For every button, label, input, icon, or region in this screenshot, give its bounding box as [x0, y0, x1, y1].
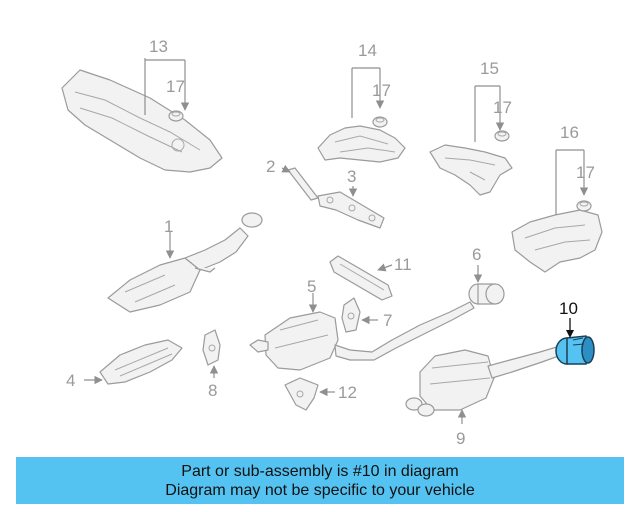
- callout-16: 16: [560, 123, 579, 142]
- hanger-8[interactable]: [202, 329, 221, 366]
- grommet-17-b[interactable]: [372, 116, 388, 128]
- leader-16: [555, 149, 584, 215]
- heat-shield-13[interactable]: [61, 69, 223, 173]
- heat-shield-14[interactable]: [317, 125, 406, 163]
- callout-9: 9: [456, 429, 465, 448]
- banner-line-2: Diagram may not be specific to your vehi…: [165, 481, 475, 499]
- callout-13: 13: [149, 37, 168, 56]
- hanger-7[interactable]: [341, 297, 361, 333]
- clamp-10-highlighted[interactable]: [555, 335, 595, 365]
- callout-5: 5: [307, 277, 316, 296]
- heat-shield-4[interactable]: [99, 339, 183, 385]
- center-muffler-5[interactable]: [249, 301, 475, 371]
- leader-13: [144, 58, 185, 115]
- callout-10: 10: [559, 299, 578, 318]
- callout-1: 1: [164, 217, 173, 236]
- callout-2: 2: [266, 157, 275, 176]
- callout-17-a: 17: [166, 77, 185, 96]
- bracket-12[interactable]: [284, 377, 319, 411]
- callout-12: 12: [338, 383, 357, 402]
- gasket-2[interactable]: [287, 167, 319, 201]
- callout-8: 8: [208, 381, 217, 400]
- info-banner: Part or sub-assembly is #10 in diagram D…: [16, 457, 624, 504]
- leader-14: [351, 67, 380, 118]
- grommet-17-d[interactable]: [576, 200, 592, 212]
- callout-4: 4: [66, 371, 75, 390]
- leader-2: [281, 164, 291, 173]
- leader-10: [566, 318, 574, 338]
- callout-17-d: 17: [576, 163, 595, 182]
- callout-6: 6: [472, 245, 481, 264]
- catalytic-converter-1[interactable]: [107, 212, 263, 313]
- banner-line-1: Part or sub-assembly is #10 in diagram: [181, 462, 459, 480]
- callout-7: 7: [383, 311, 392, 330]
- callout-17-c: 17: [493, 98, 512, 117]
- leader-15: [474, 85, 500, 142]
- callout-3: 3: [347, 167, 356, 186]
- bracket-11[interactable]: [329, 255, 393, 301]
- heat-shield-15[interactable]: [429, 144, 513, 196]
- exhaust-parts-diagram: 13 17 14 17 15 17 16 17: [61, 37, 603, 448]
- gasket-3[interactable]: [317, 191, 385, 229]
- callout-11: 11: [394, 255, 412, 274]
- clamp-6[interactable]: [468, 283, 505, 305]
- callout-14: 14: [358, 41, 377, 60]
- grommet-17-c[interactable]: [494, 130, 510, 142]
- callout-17-b: 17: [372, 81, 391, 100]
- grommet-17-a[interactable]: [168, 110, 184, 122]
- heat-shield-16[interactable]: [511, 209, 603, 273]
- callout-15: 15: [480, 59, 499, 78]
- leader-11: [377, 263, 393, 272]
- rear-muffler-9[interactable]: [405, 345, 565, 417]
